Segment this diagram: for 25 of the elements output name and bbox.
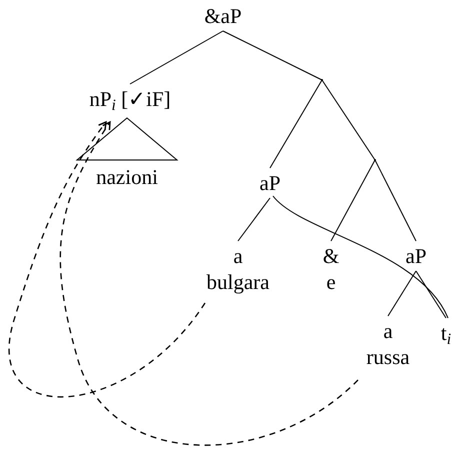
node-label: aP — [406, 243, 426, 269]
triangle-branch — [76, 117, 178, 160]
tree-branch — [330, 160, 376, 242]
tree-branch — [272, 196, 448, 318]
tree-branch — [222, 30, 322, 80]
tree-branch — [388, 270, 416, 316]
tree-branch — [270, 80, 322, 168]
category-label: & — [322, 243, 340, 269]
node-label: nP$_{i}$ [✓iF] — [89, 86, 171, 112]
movement-arrow — [8, 121, 206, 398]
category-label: a — [383, 318, 393, 344]
node-label: aP — [260, 170, 280, 196]
node-label: t$_{i}$ — [440, 320, 452, 346]
movement-arrow — [60, 121, 358, 446]
category-label: a — [233, 243, 243, 269]
word-label: e — [326, 269, 336, 295]
tree-branch — [130, 30, 224, 84]
tree-branch — [416, 270, 446, 318]
tree-branch — [322, 80, 376, 160]
node-label: nazioni — [96, 164, 158, 190]
tree-branch — [374, 160, 416, 242]
word-label: russa — [366, 344, 410, 370]
node-label: &aP — [204, 3, 242, 29]
word-label: bulgara — [206, 269, 270, 295]
tree-branch — [238, 198, 270, 242]
